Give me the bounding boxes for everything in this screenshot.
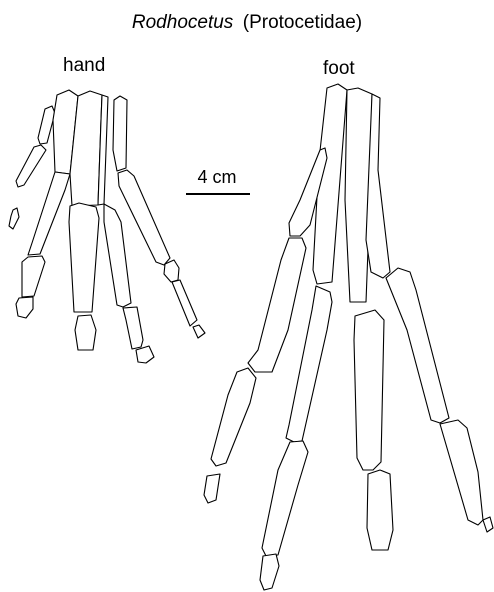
hand-digit-4-metacarpal xyxy=(104,204,131,307)
foot-digit-1-phalanx-2 xyxy=(211,368,256,466)
hand-digit-2-tip xyxy=(16,297,33,318)
hand-carpal-far-right xyxy=(113,96,127,171)
foot-skeleton xyxy=(204,84,493,590)
foot-label: foot xyxy=(323,58,355,79)
hand-digit-1-phalanx xyxy=(16,145,46,187)
hand-digit-5-phalanx-1 xyxy=(164,260,179,282)
hand-digit-2-metacarpal xyxy=(28,172,70,255)
hand-digit-4-phalanx xyxy=(123,307,143,349)
foot-digit-4-phalanx-2 xyxy=(440,420,483,525)
title-family: (Protocetidae) xyxy=(243,12,362,33)
hand-digit-2-phalanx xyxy=(22,256,45,297)
foot-digit-4-phalanx-1 xyxy=(386,268,449,423)
foot-digit-3-phalanx-1 xyxy=(354,310,384,470)
foot-digit-2-phalanx-2 xyxy=(262,441,308,556)
hand-digit-3-metacarpal xyxy=(69,203,99,312)
scale-bar-label: 4 cm xyxy=(197,167,236,187)
foot-digit-2-tip xyxy=(260,554,279,590)
title-genus: Rodhocetus xyxy=(132,12,234,33)
hand-label: hand xyxy=(63,55,105,76)
hand-digit-4-tip xyxy=(136,346,154,363)
foot-digit-4-tip xyxy=(483,517,493,532)
foot-digit-3-phalanx-2 xyxy=(367,470,393,550)
hand-digit-3-phalanx xyxy=(75,315,96,350)
hand-digit-1-tip xyxy=(9,208,19,229)
hand-digit-1-metacarpal xyxy=(38,106,55,144)
foot-digit-1-tip xyxy=(204,474,220,503)
hand-digit-5-tip xyxy=(193,325,205,338)
hand-skeleton xyxy=(9,90,205,363)
hand-digit-5-metacarpal xyxy=(118,170,170,265)
hand-digit-5-phalanx-2 xyxy=(172,280,197,326)
foot-digit-1-phalanx-1 xyxy=(248,238,306,372)
figure-title: Rodhocetus (Protocetidae) xyxy=(132,12,362,33)
